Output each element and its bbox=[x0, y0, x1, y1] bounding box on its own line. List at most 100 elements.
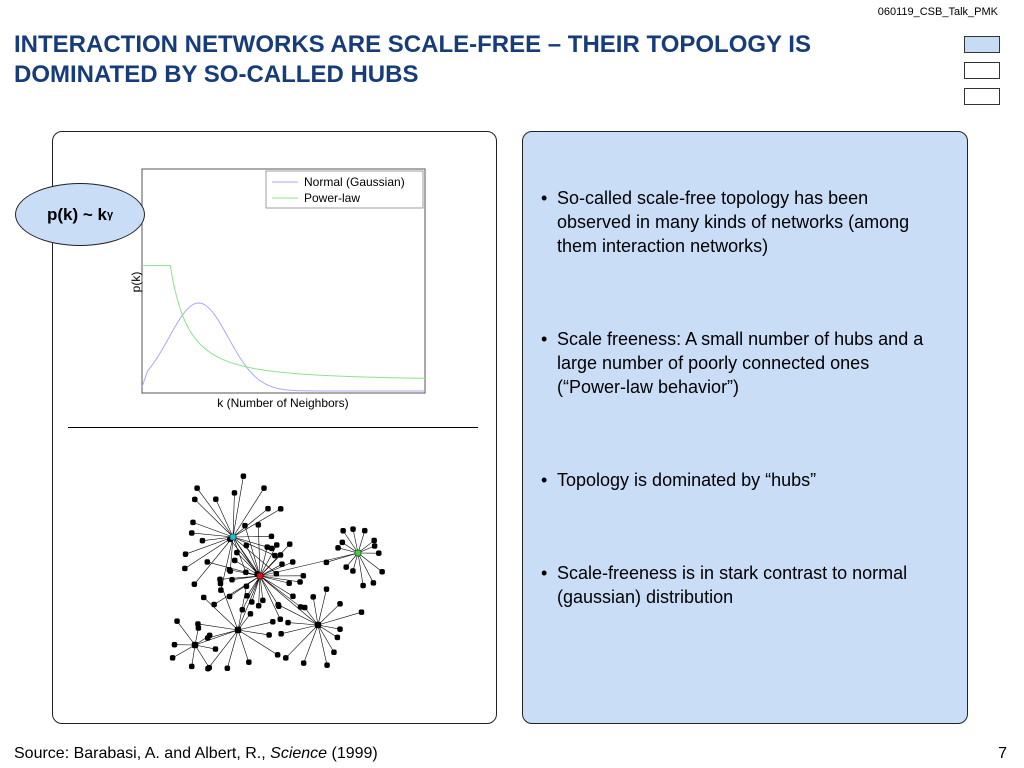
nav-box-3[interactable] bbox=[964, 88, 1000, 105]
network-edge bbox=[194, 499, 234, 538]
network-leaf-node bbox=[243, 542, 250, 549]
network-leaf-node bbox=[244, 593, 250, 599]
source-prefix: Source: Barabasi, A. and Albert, R., bbox=[14, 745, 271, 762]
network-leaf-node bbox=[240, 473, 247, 479]
bullet-item: •Topology is dominated by “hubs” bbox=[539, 468, 939, 492]
network-hub-primary bbox=[256, 572, 264, 580]
network-edge bbox=[352, 529, 359, 554]
network-edge bbox=[259, 563, 283, 577]
network-edge bbox=[232, 536, 272, 538]
network-leaf-node bbox=[268, 533, 275, 540]
nav-box-1[interactable] bbox=[964, 36, 1000, 53]
network-leaf-node bbox=[260, 597, 266, 604]
network-leaf-node bbox=[269, 545, 275, 552]
network-edge bbox=[357, 530, 366, 554]
network-leaf-node bbox=[194, 485, 200, 491]
formula-exponent: γ bbox=[106, 208, 114, 221]
network-edge bbox=[213, 575, 261, 605]
network-leaf-node bbox=[174, 618, 180, 624]
network-edge bbox=[288, 622, 319, 626]
network-leaf-node bbox=[249, 599, 255, 605]
network-leaf-node bbox=[361, 527, 368, 534]
network-edge bbox=[342, 530, 359, 554]
network-edge bbox=[191, 532, 234, 538]
network-edge bbox=[232, 536, 247, 573]
source-citation: Source: Barabasi, A. and Albert, R., Sci… bbox=[14, 745, 378, 763]
network-leaf-node bbox=[206, 632, 213, 639]
network-leaf-node bbox=[261, 485, 267, 491]
network-edge bbox=[196, 487, 234, 538]
network-leaf-node bbox=[182, 551, 189, 557]
network-leaf-node bbox=[212, 646, 219, 652]
document-id: 060119_CSB_Talk_PMK bbox=[877, 6, 998, 18]
network-leaf-node bbox=[231, 490, 238, 496]
network-edge bbox=[259, 575, 281, 620]
network-edge bbox=[237, 629, 278, 656]
network-leaf-node bbox=[350, 526, 356, 532]
network-edge bbox=[197, 623, 239, 631]
network-leaf-node bbox=[310, 594, 316, 600]
network-leaf-node bbox=[224, 665, 231, 671]
network-leaf-node bbox=[246, 659, 252, 665]
scale-free-network-graph bbox=[169, 473, 385, 672]
network-leaf-node bbox=[189, 530, 195, 536]
bullet-dot-icon: • bbox=[541, 329, 548, 349]
network-leaf-node bbox=[350, 568, 356, 574]
network-edge bbox=[259, 575, 280, 607]
network-leaf-node bbox=[340, 527, 346, 534]
network-edge bbox=[303, 624, 319, 664]
network-leaf-node bbox=[358, 609, 365, 615]
network-leaf-node bbox=[337, 601, 343, 607]
bullet-text: Topology is dominated by “hubs” bbox=[557, 470, 817, 490]
network-edge bbox=[246, 575, 261, 596]
network-leaf-node bbox=[371, 537, 377, 544]
network-edge bbox=[172, 644, 196, 659]
network-edge bbox=[191, 644, 196, 667]
network-leaf-node bbox=[213, 496, 219, 502]
bullet-text: Scale freeness: A small number of hubs a… bbox=[557, 329, 924, 397]
formula-base: p(k) ~ k bbox=[46, 204, 107, 224]
network-edge bbox=[219, 575, 261, 580]
page-number: 7 bbox=[998, 745, 1007, 762]
network-leaf-node bbox=[302, 604, 308, 611]
network-leaf-node bbox=[234, 549, 240, 556]
network-edge bbox=[215, 499, 234, 538]
network-edge bbox=[194, 629, 239, 646]
network-edge bbox=[237, 629, 250, 663]
network-leaf-node bbox=[278, 631, 284, 637]
network-leaf-node bbox=[376, 550, 382, 556]
network-leaf-node bbox=[243, 583, 250, 590]
network-edge bbox=[232, 536, 276, 556]
panel-divider bbox=[68, 427, 478, 428]
network-leaf-node bbox=[190, 519, 196, 526]
right-panel: •So-called scale-free topology has been … bbox=[522, 131, 968, 724]
network-leaf-node bbox=[192, 496, 198, 503]
network-leaf-node bbox=[275, 601, 281, 608]
network-leaf-node bbox=[273, 542, 280, 548]
network-leaf-node bbox=[277, 506, 284, 512]
network-edges bbox=[172, 476, 383, 669]
network-edge bbox=[232, 487, 265, 538]
network-edge bbox=[357, 552, 383, 572]
network-leaf-node bbox=[335, 545, 341, 551]
network-edge bbox=[194, 536, 234, 585]
network-hub-secondary bbox=[229, 533, 237, 541]
slide-title: INTERACTION NETWORKS ARE SCALE-FREE – TH… bbox=[14, 30, 944, 90]
network-leaf-node bbox=[218, 587, 224, 593]
network-leaf-node bbox=[255, 522, 262, 528]
network-edge bbox=[207, 561, 261, 577]
slide-title-line2: DOMINATED BY SO-CALLED HUBS bbox=[14, 61, 419, 88]
bullet-item: • Scale freeness: A small number of hubs … bbox=[539, 327, 939, 399]
network-leaf-node bbox=[229, 576, 235, 583]
network-edge bbox=[227, 629, 239, 669]
source-journal: Science bbox=[270, 745, 328, 762]
network-leaf-node bbox=[231, 557, 238, 564]
network-edge bbox=[259, 575, 290, 584]
network-leaf-node bbox=[191, 581, 198, 587]
network-edge bbox=[326, 552, 359, 563]
network-leaf-node bbox=[289, 559, 296, 565]
network-hub bbox=[314, 621, 322, 629]
network-edge bbox=[317, 603, 341, 626]
nav-box-2[interactable] bbox=[964, 62, 1000, 79]
